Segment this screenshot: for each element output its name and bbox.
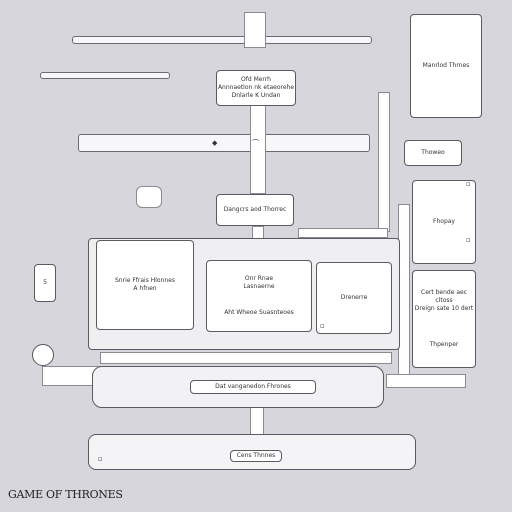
right-bottom-node-text: Cert bende aec cltoss Dreign sate 10 der…	[414, 288, 474, 312]
bottom-tray	[88, 434, 416, 470]
small-square-icon: ▫	[466, 180, 471, 188]
arrow-icon: ◆	[212, 139, 218, 147]
bottom-tray-node[interactable]: Cens Thnnes	[230, 450, 282, 462]
main-left-node[interactable]: Snrie Ffrais Hlonnes A hfnen	[96, 240, 194, 330]
small-square-icon: ▫	[466, 236, 471, 244]
right-bottom-node-footer: Thpenper	[429, 341, 459, 349]
right-curved-pipe	[378, 92, 390, 232]
left-short-bar	[40, 72, 170, 79]
connector-icon: ⌒	[252, 139, 259, 147]
main-left-node-label: Snrie Ffrais Hlonnes A hfnen	[114, 276, 176, 292]
bottom-bar-node[interactable]: Dat vanganedon Fhrones	[190, 380, 316, 394]
main-right-node[interactable]: Drenerre	[316, 262, 392, 334]
top-center-node-label: Ofd Merrh Annnaetlon nk etaeorehe Dnlarl…	[217, 75, 295, 100]
main-center-node-bottom-label: Aht Wheoe Suasnteoes	[224, 309, 294, 317]
small-square-icon: ▫	[320, 322, 325, 330]
bottom-tray-node-label: Cens Thnnes	[236, 451, 276, 459]
left-small-node[interactable]: 5	[34, 264, 56, 302]
main-frame-bottom-pipe	[100, 352, 392, 364]
left-small-node-label: 5	[43, 278, 47, 286]
right-small-node[interactable]: Thoweo	[404, 140, 462, 166]
top-center-node[interactable]: Ofd Merrh Annnaetlon nk etaeorehe Dnlarl…	[216, 70, 296, 106]
main-center-node-top-label: Onr Rnae Lasnaerne	[243, 274, 275, 290]
right-small-node-label: Thoweo	[421, 148, 445, 156]
lower-vertical-pipe	[250, 404, 264, 438]
upper-wide-bar	[78, 134, 370, 152]
right-top-node-label: Manrlod Thrnes	[422, 61, 470, 69]
dungeons-node-label: Dangcrs aod Thorrec	[223, 205, 287, 213]
top-bar	[72, 36, 372, 44]
dungeons-node[interactable]: Dangcrs aod Thorrec	[216, 194, 294, 226]
bottom-bar-node-label: Dat vanganedon Fhrones	[215, 382, 291, 390]
main-right-node-label: Drenerre	[340, 293, 368, 301]
right-horizontal-pipe	[298, 228, 388, 238]
left-circle-node[interactable]	[32, 344, 54, 366]
right-top-node[interactable]: Manrlod Thrnes	[410, 14, 482, 118]
left-diagonal-pipe	[136, 186, 162, 208]
upper-vertical-pipe	[250, 104, 266, 194]
logo: GAME OF THRONES	[8, 488, 123, 501]
top-connector-pipe	[244, 12, 266, 48]
right-mid-node-label: Fhopay	[433, 217, 455, 225]
right-lower-pipe	[386, 374, 466, 388]
main-center-node[interactable]: Onr Rnae Lasnaerne Aht Wheoe Suasnteoes	[206, 260, 312, 332]
right-mid-node[interactable]: Fhopay	[412, 180, 476, 264]
small-square-icon: ▫	[98, 455, 103, 463]
right-bottom-node[interactable]: Cert bende aec cltoss Dreign sate 10 der…	[412, 270, 476, 368]
